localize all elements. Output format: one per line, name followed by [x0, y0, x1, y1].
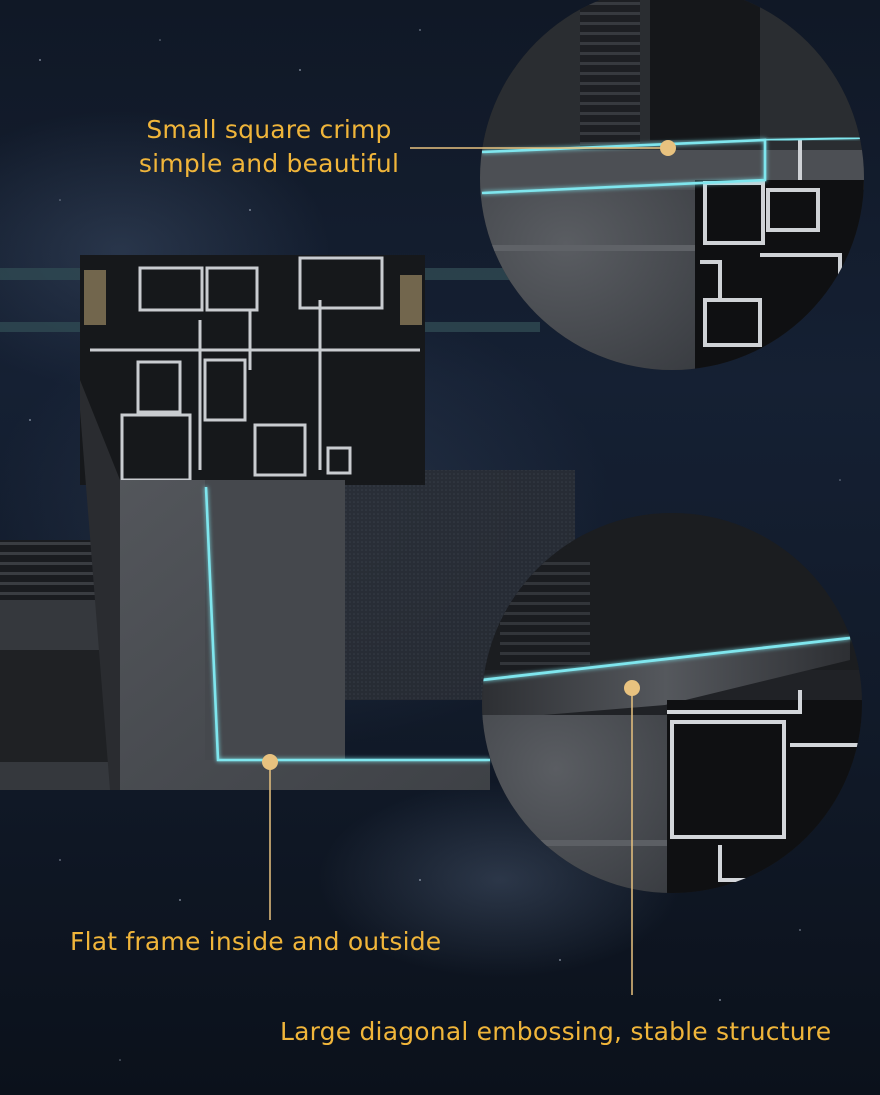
main-frame-profile [80, 255, 490, 790]
marker-dot-crimp [660, 140, 676, 156]
marker-dot-diagonal [624, 680, 640, 696]
zoom-circle-crimp [480, 0, 864, 370]
star-field [29, 29, 841, 1061]
zoom-circle-diagonal [482, 513, 862, 893]
marker-dot-flat-frame [262, 754, 278, 770]
callout-leaders [262, 140, 676, 995]
callout-diagonal: Large diagonal embossing, stable structu… [280, 1017, 832, 1046]
callout-crimp: Small square crimp simple and beautiful [128, 113, 410, 181]
callout-flat-frame: Flat frame inside and outside [70, 927, 442, 956]
callout-crimp-line1: Small square crimp [146, 115, 392, 144]
callout-crimp-line2: simple and beautiful [138, 148, 400, 178]
